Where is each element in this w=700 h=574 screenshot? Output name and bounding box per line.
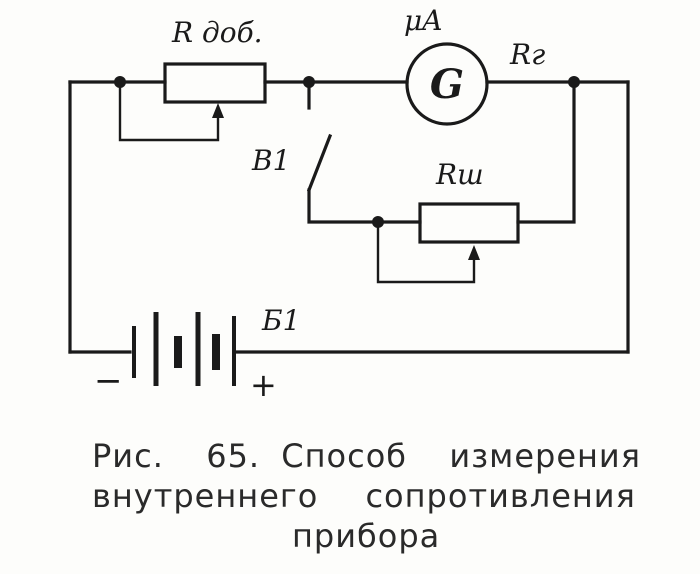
resistor-r-add <box>163 62 267 104</box>
label-microammeter: μA <box>404 4 442 37</box>
r-add-wiper-arrow <box>212 103 224 118</box>
r-shunt-wiper-arrow <box>468 245 480 260</box>
r-shunt-bypass-wire <box>376 222 476 284</box>
junction-dot <box>303 76 315 88</box>
label-plus: + <box>250 366 277 404</box>
shunt-right-wire <box>516 80 576 224</box>
label-battery: Б1 <box>261 304 300 337</box>
caption-line-2: внутреннего сопротивления <box>92 477 636 515</box>
label-r-shunt: Rш <box>435 158 484 191</box>
shunt-left-wire <box>307 188 422 224</box>
caption-line-3: прибора <box>292 517 441 555</box>
junction-dot <box>114 76 126 88</box>
label-r-meter: Rг <box>509 38 545 71</box>
label-minus: − <box>94 361 123 401</box>
resistor-r-shunt <box>418 202 520 244</box>
circuit-diagram: G R доб. μA Rг B1 Rш Б1 − + <box>68 4 630 404</box>
battery <box>132 312 236 386</box>
galvanometer-symbol: G <box>430 61 464 108</box>
caption-line-1: Рис. 65. Способ измерения <box>92 437 641 475</box>
r-add-bypass-wire <box>118 82 220 142</box>
galvanometer <box>405 42 489 126</box>
label-switch-b1: B1 <box>251 144 290 177</box>
label-r-add: R доб. <box>171 16 263 49</box>
junction-dot <box>568 76 580 88</box>
switch-b1 <box>306 133 333 193</box>
junction-dot <box>372 216 384 228</box>
